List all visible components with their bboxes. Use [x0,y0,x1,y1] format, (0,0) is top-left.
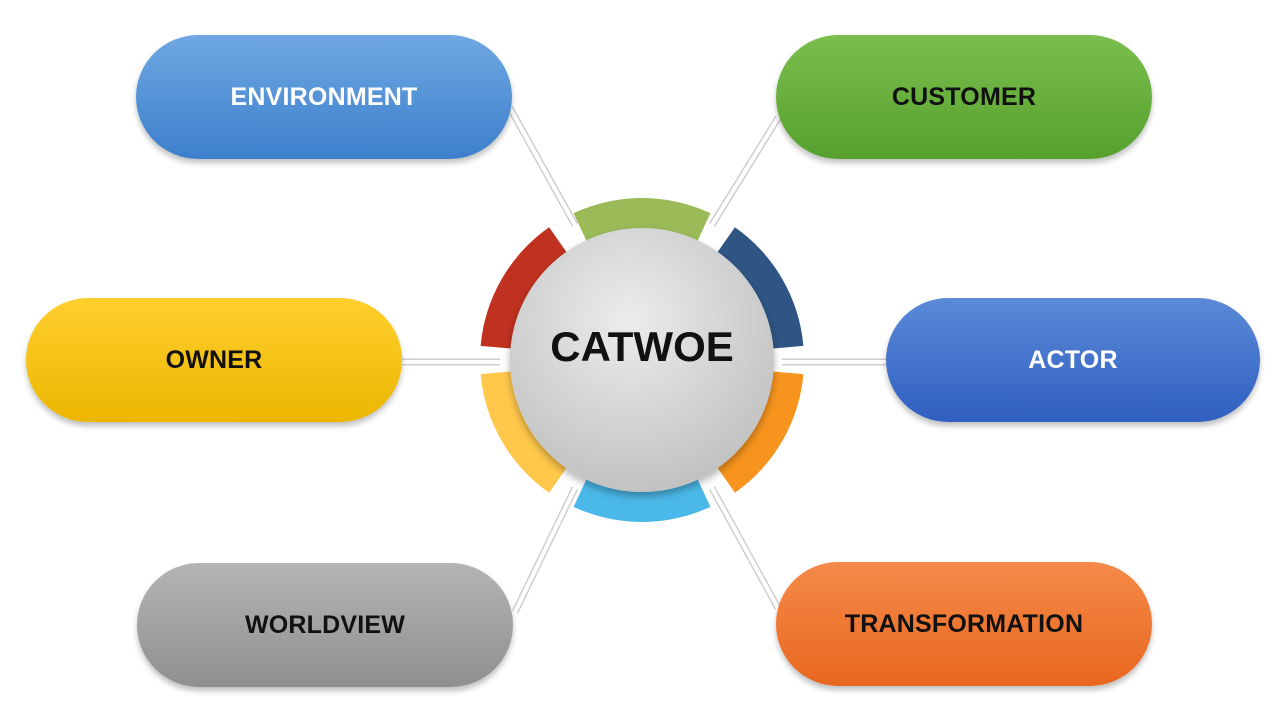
center-circle [510,228,774,492]
ring-segment-upper-left [480,227,568,349]
node-label-transformation: TRANSFORMATION [844,609,1084,638]
ring [480,198,804,522]
node-label-actor: ACTOR [1028,345,1118,374]
node-transformation: TRANSFORMATION [776,562,1152,686]
ring-segment-bottom [573,477,711,522]
node-label-customer: CUSTOMER [891,82,1037,111]
connector-worldview [513,487,577,613]
node-worldview: WORLDVIEW [137,563,513,687]
ring-segment-upper-right [716,227,804,349]
node-environment: ENVIRONMENT [136,35,512,159]
connector-customer [710,116,780,227]
connector-lines [400,106,886,614]
ring-segment-lower-right [716,371,804,493]
connector-transformation [710,487,780,609]
node-label-environment: ENVIRONMENT [230,82,418,111]
node-label-owner: OWNER [165,345,263,374]
node-owner: OWNER [26,298,402,422]
connector-environment [508,107,577,226]
ring-segment-lower-left [480,371,568,493]
node-label-worldview: WORLDVIEW [244,610,406,639]
ring-segment-top [573,198,711,243]
center-label: CATWOE [550,323,734,370]
node-customer: CUSTOMER [776,35,1152,159]
node-actor: ACTOR [886,298,1260,422]
